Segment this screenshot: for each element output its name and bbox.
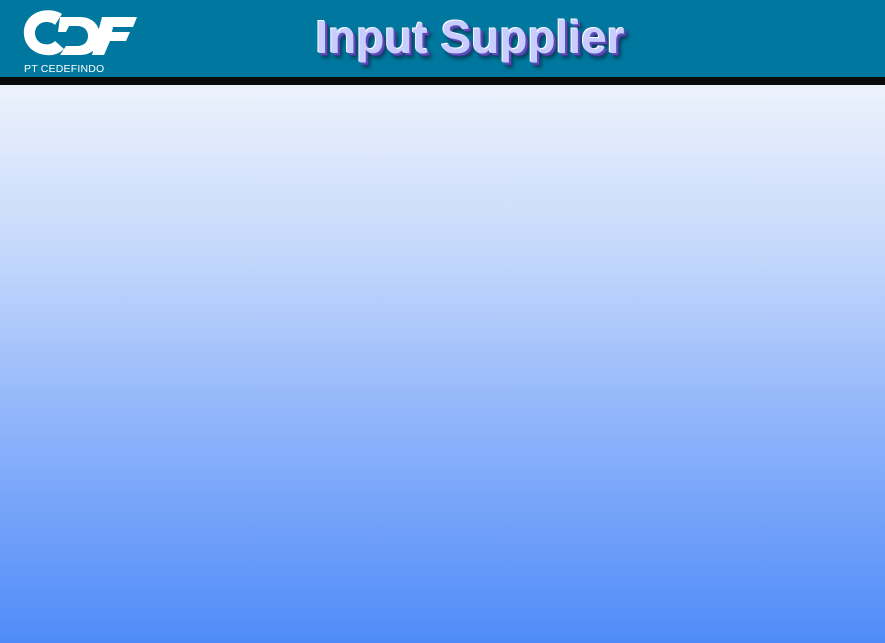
logo-subtitle: PT CEDEFINDO: [24, 63, 105, 75]
header-bar: PT CEDEFINDO Input Supplier: [0, 0, 885, 77]
cdf-logo-icon: [23, 10, 137, 56]
content-area: [0, 85, 885, 643]
header-divider: [0, 77, 885, 85]
page-title: Input Supplier: [315, 11, 625, 63]
company-logo: PT CEDEFINDO: [22, 8, 142, 76]
